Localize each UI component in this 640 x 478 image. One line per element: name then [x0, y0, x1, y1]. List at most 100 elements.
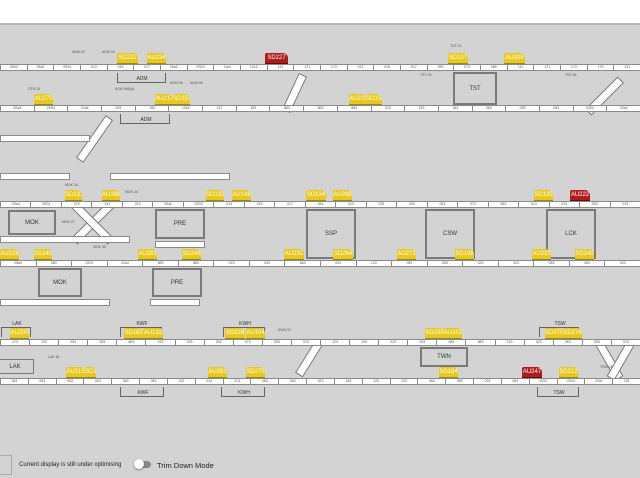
signal-label[interactable]: MOK 27: [62, 220, 75, 224]
track-section[interactable]: 063: [278, 378, 308, 385]
track-section[interactable]: 0S02: [0, 64, 28, 71]
track-section[interactable]: 883: [177, 260, 215, 267]
track-section[interactable]: 225: [612, 378, 640, 385]
train-au283[interactable]: AU283: [138, 249, 157, 259]
signal-label[interactable]: TST 03: [450, 44, 462, 48]
track-section[interactable]: 183: [437, 105, 473, 112]
train-au132[interactable]: AU132: [143, 328, 163, 338]
trim-down-toggle[interactable]: [134, 459, 151, 469]
track-section[interactable]: 131: [91, 201, 123, 208]
train-au104[interactable]: AU104: [246, 328, 265, 338]
track-section[interactable]: 121: [202, 105, 237, 112]
track-section[interactable]: 123: [361, 378, 391, 385]
track-section[interactable]: 015: [365, 201, 398, 208]
track-section[interactable]: 013: [80, 64, 108, 71]
track-section[interactable]: 0203: [71, 260, 108, 267]
track-section[interactable]: 173: [0, 339, 31, 346]
train-au208[interactable]: AU208: [504, 53, 525, 63]
track-section[interactable]: [0, 236, 130, 243]
station-ssp[interactable]: SSP: [306, 209, 356, 259]
track-section[interactable]: 013: [222, 378, 252, 385]
track-section[interactable]: 023: [473, 378, 502, 385]
track-section[interactable]: 02a4: [606, 105, 640, 112]
track-section[interactable]: 05a2: [160, 64, 188, 71]
train-au218[interactable]: AU218: [349, 94, 366, 104]
track-section[interactable]: 083: [487, 201, 520, 208]
track-section[interactable]: 013: [121, 201, 154, 208]
station-pre-lower[interactable]: PRE: [152, 268, 202, 297]
track-section[interactable]: 089: [480, 64, 508, 71]
track-section[interactable]: 1004: [168, 105, 204, 112]
track-section[interactable]: 013: [346, 64, 375, 71]
track-section[interactable]: 083: [445, 378, 475, 385]
signal-label[interactable]: ADM 04: [102, 50, 115, 54]
track-section[interactable]: 083: [139, 378, 168, 385]
track-section[interactable]: 073: [453, 64, 481, 71]
signal-label[interactable]: MOK 30: [93, 245, 106, 249]
track-section[interactable]: 023: [523, 339, 554, 346]
track-section[interactable]: 073: [232, 339, 263, 346]
signal-label[interactable]: MOK 34: [125, 190, 138, 194]
track-section[interactable]: 183: [404, 105, 439, 112]
track-section[interactable]: 013: [609, 201, 640, 208]
track-section[interactable]: 111: [506, 64, 535, 71]
track-section[interactable]: 063: [568, 260, 606, 267]
track-section[interactable]: 173: [560, 64, 588, 71]
track-section[interactable]: 033: [248, 260, 286, 267]
track-section[interactable]: 023: [166, 378, 196, 385]
station-mok-lower[interactable]: MOK: [38, 268, 82, 297]
train-sd276[interactable]: SD276: [563, 328, 582, 338]
track-section[interactable]: 863: [303, 105, 338, 112]
signal-label[interactable]: TSW 05: [600, 365, 613, 369]
track-section[interactable]: 123: [320, 339, 351, 346]
signal-label[interactable]: LAK 62: [48, 355, 60, 359]
train-sd184[interactable]: SD184: [439, 367, 458, 377]
track-section[interactable]: 013: [335, 201, 367, 208]
track-section[interactable]: 083: [505, 105, 540, 112]
track-section[interactable]: 2004: [584, 378, 614, 385]
train-au288[interactable]: AU288: [102, 190, 120, 200]
track-section[interactable]: 013: [494, 339, 525, 346]
track-section[interactable]: 083: [261, 339, 292, 346]
train-au268[interactable]: AU268: [333, 190, 352, 200]
track-section[interactable]: 0Sa4: [0, 105, 35, 112]
track-section[interactable]: 043: [194, 378, 224, 385]
track-section[interactable]: 171: [533, 64, 561, 71]
track-section[interactable]: 083: [533, 260, 570, 267]
train-au226[interactable]: AU226: [0, 249, 19, 259]
signal-label[interactable]: KWH 02: [278, 328, 292, 332]
track-section[interactable]: 103: [389, 378, 419, 385]
train-au281[interactable]: AU281: [208, 367, 227, 377]
track-section[interactable]: 11a4: [213, 64, 241, 71]
track-section[interactable]: 015: [106, 64, 135, 71]
track-section[interactable]: 1012: [240, 64, 268, 71]
signal-label[interactable]: ADM 05: [170, 81, 183, 85]
station-lak[interactable]: LAK: [0, 359, 34, 374]
signal-label[interactable]: TST 05: [420, 73, 432, 77]
train-au271[interactable]: AU271: [397, 249, 416, 259]
train-sd248[interactable]: SD248: [182, 249, 201, 259]
train-au231[interactable]: AU231: [284, 249, 304, 259]
track-section[interactable]: 093: [396, 201, 428, 208]
track-section[interactable]: [110, 173, 230, 180]
track-section[interactable]: 131: [266, 64, 295, 71]
track-section[interactable]: 093: [391, 260, 428, 267]
track-section[interactable]: 0S04: [30, 201, 62, 208]
train-sd211[interactable]: SD211: [117, 53, 138, 63]
track-section[interactable]: 063: [27, 378, 57, 385]
track-section[interactable]: 013: [518, 201, 550, 208]
train-sd135[interactable]: SD135: [534, 190, 553, 200]
track-section[interactable]: 883: [465, 339, 496, 346]
track-section[interactable]: 0Sa4: [0, 201, 32, 208]
track-section[interactable]: 063: [538, 105, 574, 112]
track-section[interactable]: 093: [304, 201, 337, 208]
train-sd186[interactable]: SD186: [85, 367, 96, 377]
track-section[interactable]: 0204: [572, 105, 608, 112]
signal-label[interactable]: TST 06: [565, 73, 577, 77]
train-au217[interactable]: AU217: [155, 94, 173, 104]
track-section[interactable]: 05a2: [152, 201, 184, 208]
track-section[interactable]: 883: [269, 105, 305, 112]
station-csw[interactable]: CSW: [425, 209, 475, 259]
track-section[interactable]: 171: [293, 64, 321, 71]
track-section[interactable]: 015: [373, 64, 401, 71]
